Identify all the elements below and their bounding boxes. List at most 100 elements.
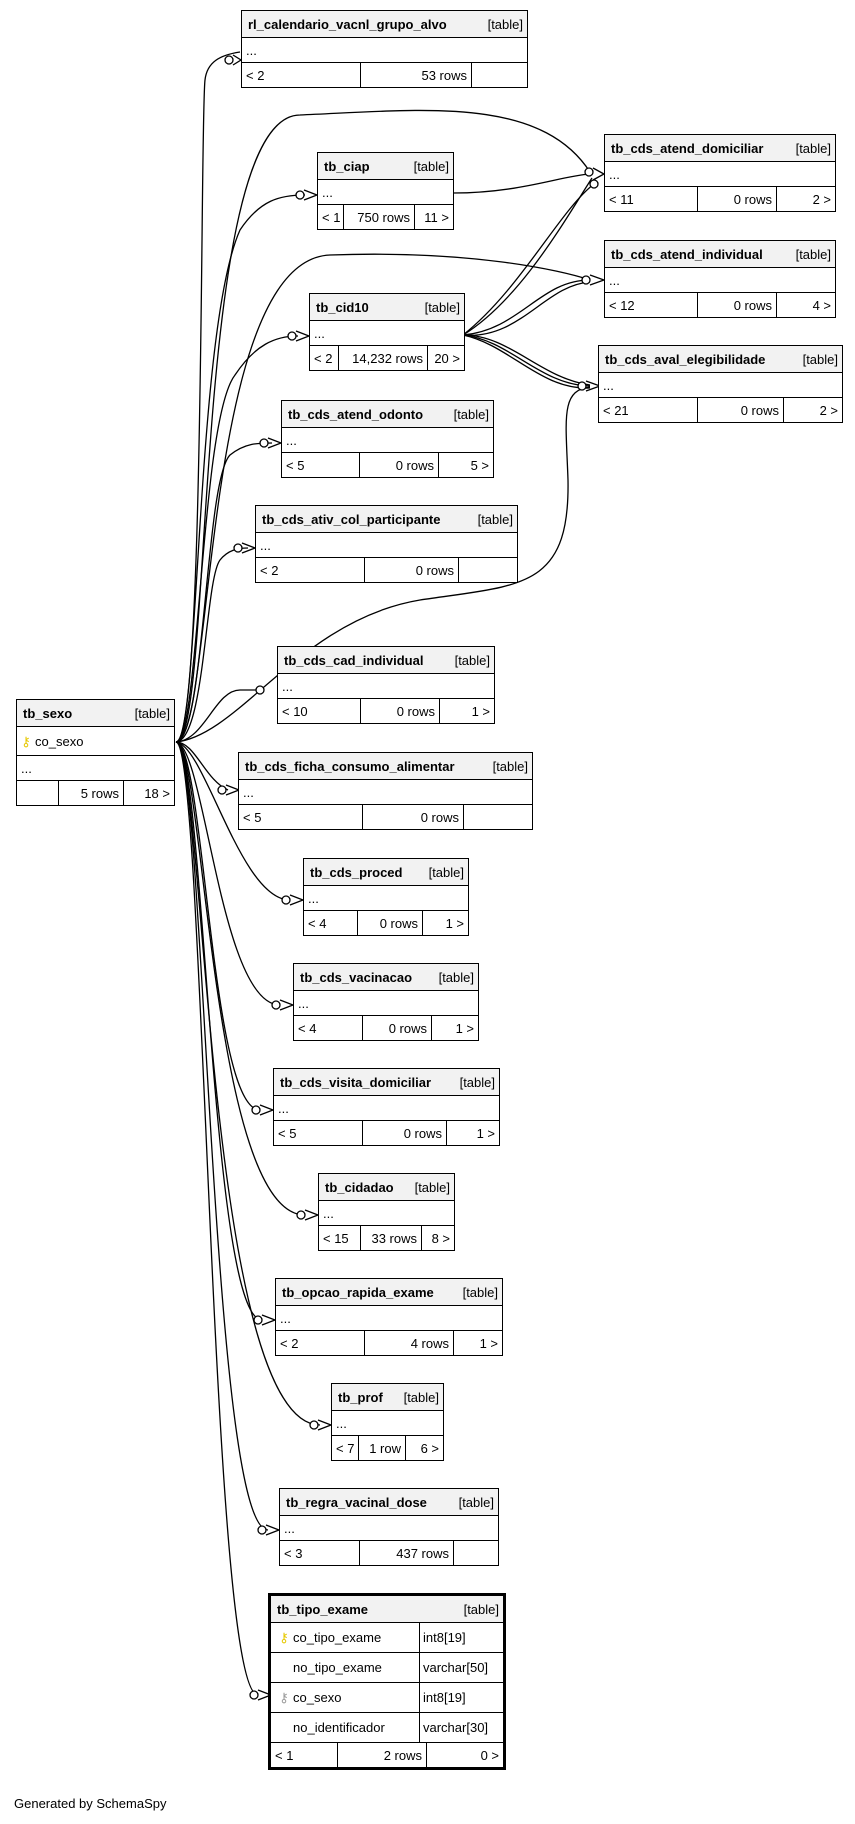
columns-ellipsis: ... (605, 162, 835, 187)
table-tb-cds-ativ-col-participante[interactable]: tb_cds_ativ_col_participante[table] ... … (255, 505, 518, 583)
columns-ellipsis: ... (280, 1516, 498, 1541)
table-kind: [table] (463, 1601, 499, 1617)
parents-count: < 21 (599, 398, 698, 422)
column-type: varchar[30] (423, 1720, 489, 1735)
parents-count: < 5 (239, 805, 363, 829)
generator-credit: Generated by SchemaSpy (14, 1796, 167, 1811)
edge-cid10-aval-1 (462, 334, 591, 387)
edge-end-circle (309, 1420, 319, 1430)
children-count: 1 > (476, 1125, 495, 1141)
table-name: tb_cid10 (316, 299, 369, 315)
row-count: 4 rows (365, 1331, 454, 1355)
table-name: tb_cds_visita_domiciliar (280, 1074, 432, 1090)
row-count: 437 rows (360, 1541, 454, 1565)
columns-ellipsis: ... (278, 674, 494, 699)
table-name: rl_calendario_vacnl_grupo_alvo (248, 16, 447, 32)
row-count: 0 rows (363, 1016, 432, 1040)
table-kind: [table] (795, 246, 831, 262)
row-count: 14,232 rows (339, 346, 428, 370)
table-name: tb_cds_proced (310, 864, 403, 880)
table-kind: [table] (428, 864, 464, 880)
table-name: tb_prof (338, 1389, 383, 1405)
children-count: 8 > (431, 1230, 450, 1246)
table-tb-cds-aval-elegibilidade[interactable]: tb_cds_aval_elegibilidade[table] ... < 2… (598, 345, 843, 423)
table-name: tb_regra_vacinal_dose (286, 1494, 427, 1510)
column-row: no_tipo_exame varchar[50] (271, 1653, 503, 1683)
table-kind: [table] (487, 16, 523, 32)
columns-ellipsis: ... (304, 886, 468, 911)
children-count: 1 > (455, 1020, 474, 1036)
table-name: tb_tipo_exame (277, 1601, 369, 1617)
columns-ellipsis: ... (319, 1201, 454, 1226)
edge-end-circle (249, 1690, 259, 1700)
edge-end-circle (259, 438, 269, 448)
parents-count: < 5 (282, 453, 360, 477)
table-name: tb_cds_ficha_consumo_alimentar (245, 758, 455, 774)
table-name: tb_cds_atend_individual (611, 246, 763, 262)
children-count (472, 63, 527, 87)
parents-count: < 12 (605, 293, 698, 317)
parents-count: < 5 (274, 1121, 363, 1145)
table-name: tb_cds_cad_individual (284, 652, 424, 668)
table-tb-cds-ficha-consumo-alimentar[interactable]: tb_cds_ficha_consumo_alimentar[table] ..… (238, 752, 533, 830)
columns-ellipsis: ... (599, 373, 842, 398)
row-count: 2 rows (338, 1743, 427, 1767)
columns-ellipsis: ... (282, 428, 493, 453)
table-name: tb_opcao_rapida_exame (282, 1284, 434, 1300)
edge-sexo-ciap (175, 194, 306, 743)
row-count: 0 rows (358, 911, 423, 935)
primary-key-icon: ⚷ (279, 1630, 289, 1645)
row-count: 0 rows (363, 805, 464, 829)
column-row: ⚷co_sexo int8[19] (271, 1683, 503, 1713)
table-name: tb_ciap (324, 158, 370, 174)
column-row: no_identificador varchar[30] (271, 1713, 503, 1743)
edge-sexo-vacinacao (175, 741, 281, 1006)
table-name: tb_cidadao (325, 1179, 394, 1195)
column-name: no_tipo_exame (293, 1660, 382, 1675)
table-name: tb_sexo (23, 705, 73, 721)
column-type: int8[19] (423, 1630, 466, 1645)
columns-ellipsis: ... (605, 268, 835, 293)
table-kind: [table] (458, 1494, 494, 1510)
table-name: tb_cds_aval_elegibilidade (605, 351, 766, 367)
row-count: 0 rows (698, 293, 777, 317)
row-count: 33 rows (361, 1226, 422, 1250)
columns-ellipsis: ... (318, 180, 453, 205)
parents-count: < 2 (256, 558, 365, 582)
columns-ellipsis: ... (276, 1306, 502, 1331)
children-count: 6 > (420, 1440, 439, 1456)
edge-end-circle (581, 275, 591, 285)
row-count: 0 rows (698, 187, 777, 211)
children-count: 2 > (812, 191, 831, 207)
children-count: 1 > (445, 915, 464, 931)
children-count (454, 1541, 498, 1565)
parents-count (17, 781, 59, 805)
edge-cid10-atend-domiciliar-2 (462, 183, 595, 336)
table-kind: [table] (438, 969, 474, 985)
parents-count: < 4 (304, 911, 358, 935)
table-tb-tipo-exame[interactable]: tb_tipo_exame[table] ⚷co_tipo_exame int8… (268, 1593, 506, 1770)
table-kind: [table] (424, 299, 460, 315)
edge-end-circle (255, 685, 265, 695)
edge-cid10-atend-individual-2 (462, 281, 591, 336)
columns-ellipsis: ... (294, 991, 478, 1016)
edge-sexo-atend-individual (175, 253, 591, 743)
edge-end-circle (271, 1000, 281, 1010)
table-rl-calendario-vacnl-grupo-alvo[interactable]: rl_calendario_vacnl_grupo_alvo[table] ..… (241, 10, 528, 88)
edge-sexo-rl-calendario (175, 51, 241, 743)
